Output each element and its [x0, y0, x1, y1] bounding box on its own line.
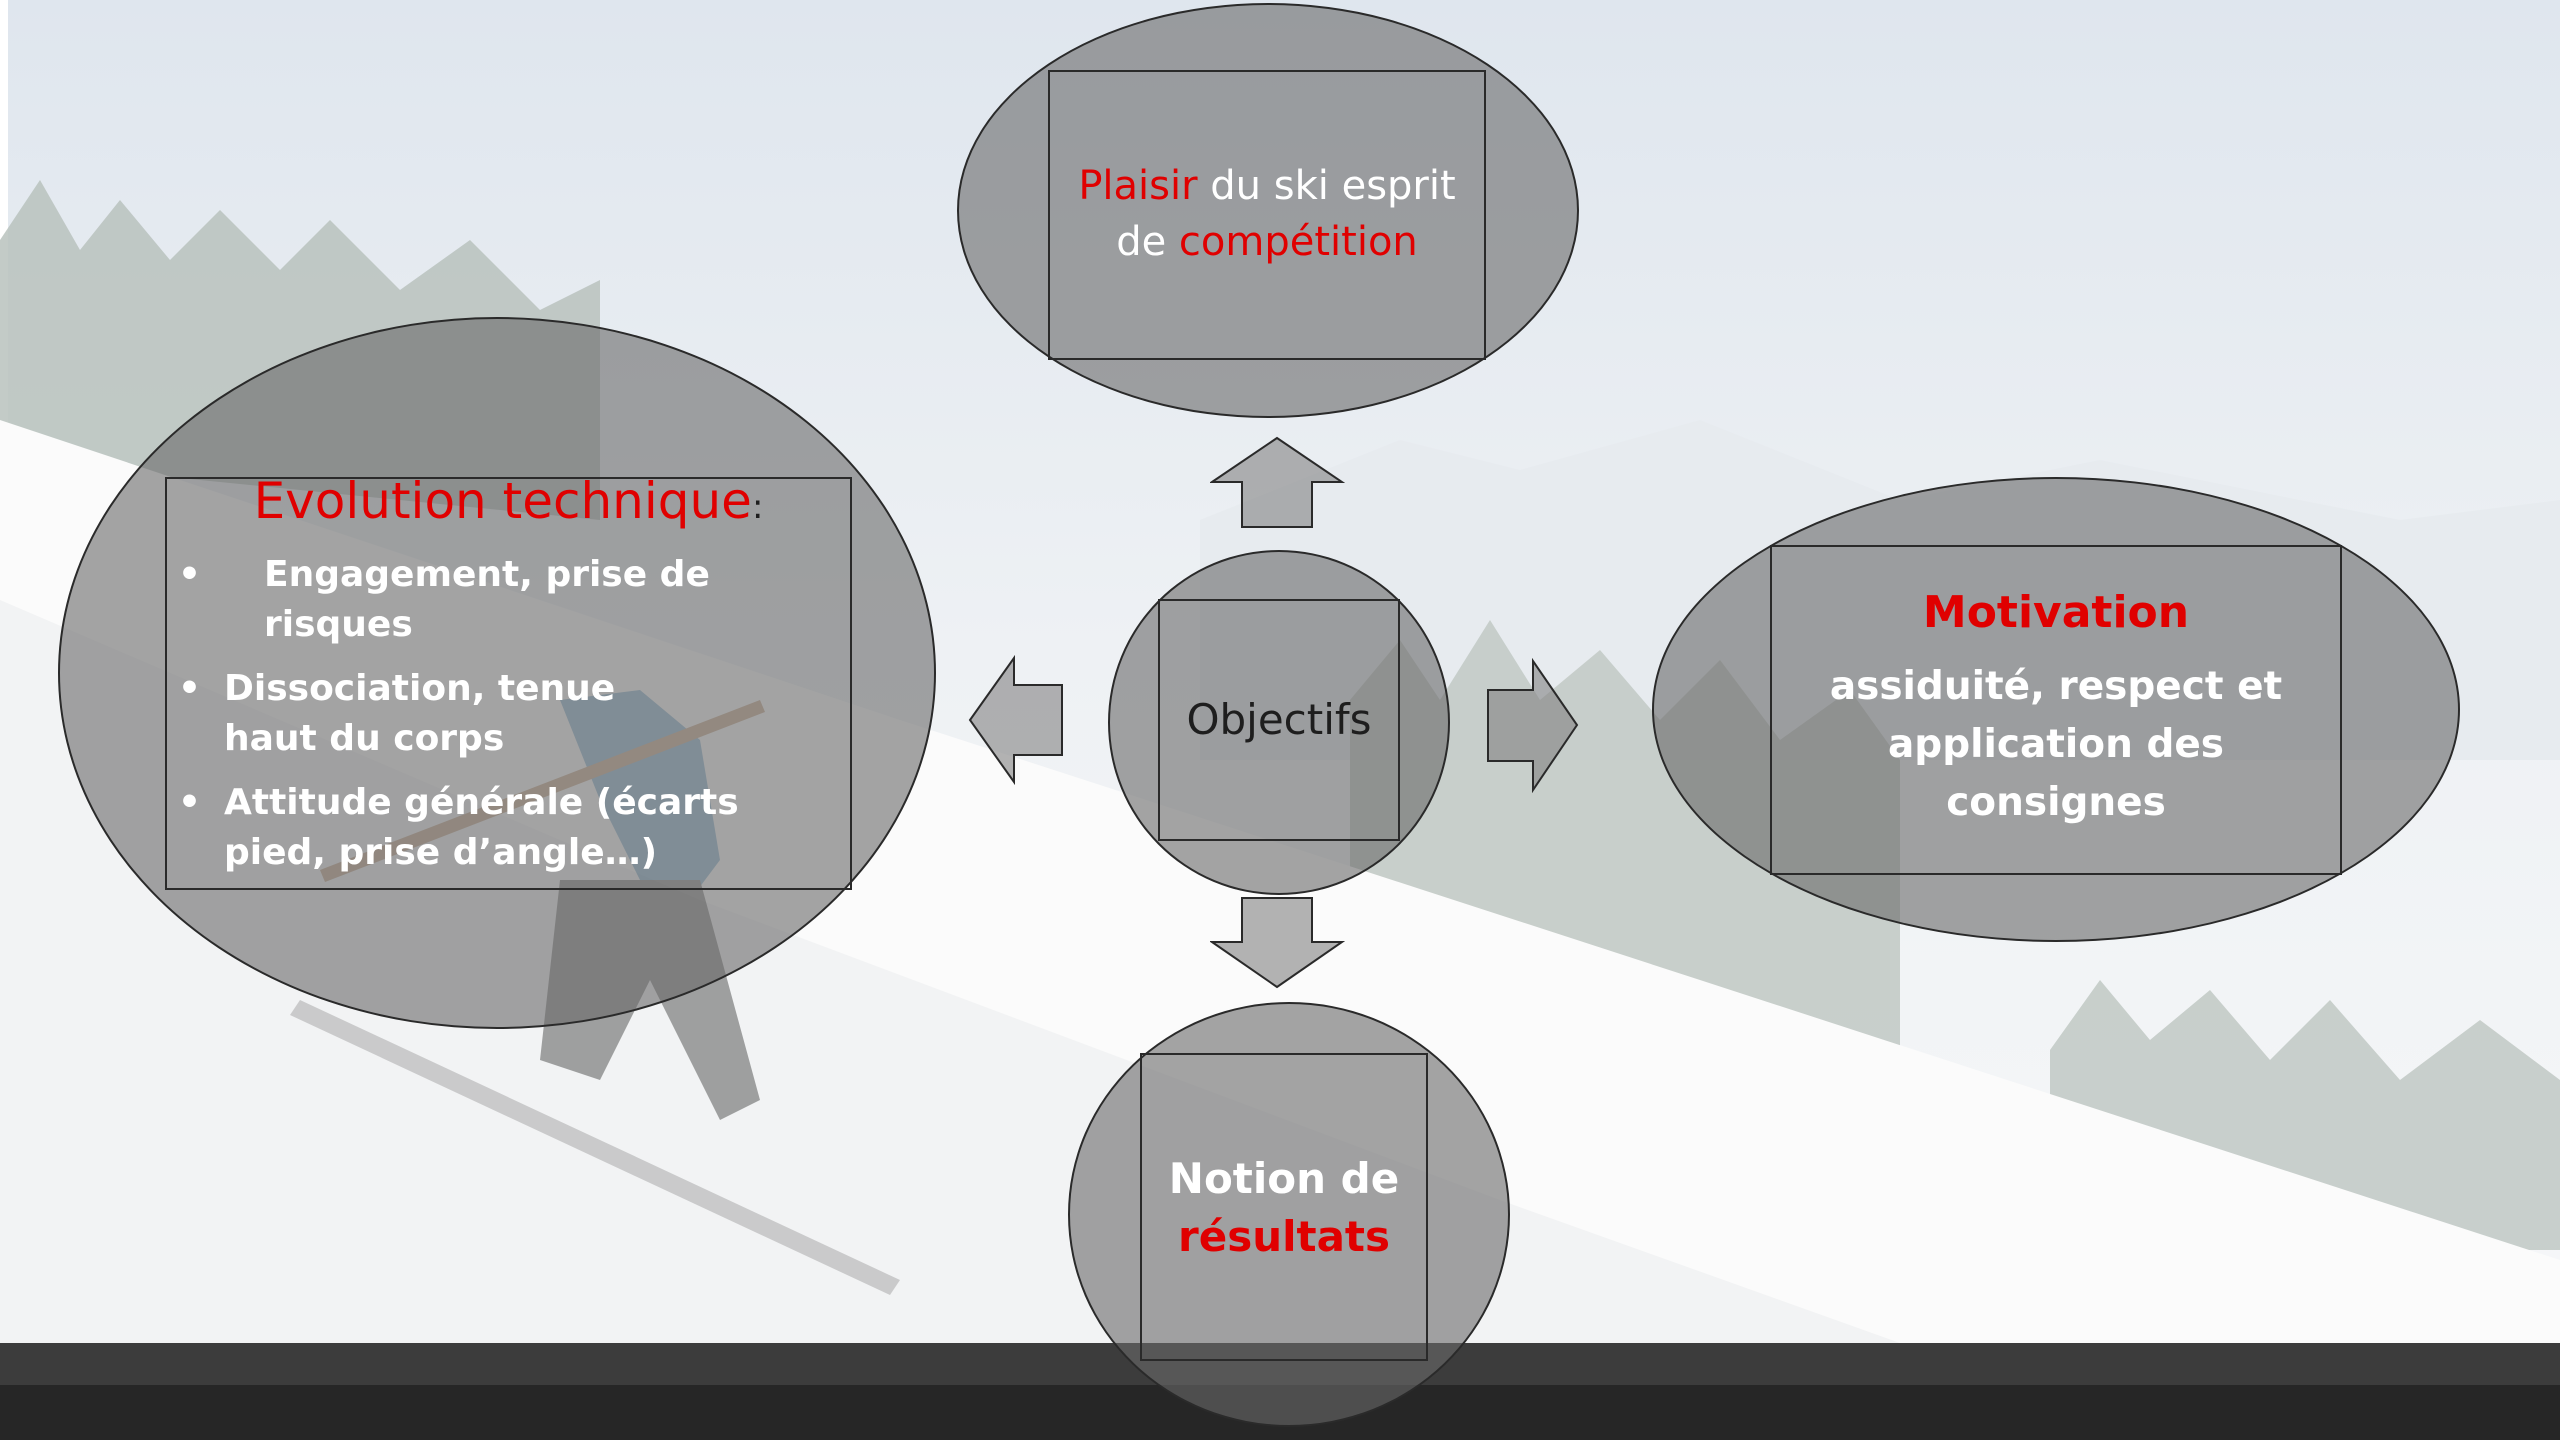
bullet-item: Engagement, prise de risques — [170, 550, 860, 650]
left-bullet-list: Engagement, prise de risques Dissociatio… — [170, 550, 860, 892]
competition-text: compétition — [1178, 219, 1418, 265]
objectifs-label: Objectifs — [1186, 695, 1372, 744]
right-text-box — [1770, 545, 2342, 875]
bullet-text-1: Engagement, prise de risques — [264, 554, 710, 645]
arrow-right-icon — [1487, 658, 1579, 793]
center-text-box — [1158, 599, 1400, 841]
center-circle — [1108, 550, 1450, 895]
plaisir-text: Plaisir — [1078, 163, 1198, 209]
bottom-text: Notion de résultats — [1140, 1150, 1428, 1266]
resultats-text: résultats — [1178, 1212, 1390, 1261]
right-ellipse — [1652, 477, 2460, 942]
right-text: Motivation assiduité, respect et applica… — [1770, 582, 2342, 832]
arrow-left-icon — [968, 655, 1063, 785]
motivation-body-line-2: application des — [1887, 722, 2225, 767]
title-colon: : — [751, 487, 764, 527]
bullet-item: Attitude générale (écarts pied, prise d’… — [170, 778, 860, 878]
motivation-body-line-1: assiduité, respect et — [1829, 664, 2283, 709]
top-text-box — [1048, 70, 1486, 360]
bullet-text-3: Attitude générale (écarts pied, prise d’… — [224, 782, 739, 873]
left-title: Evolution technique: — [165, 466, 852, 542]
ski-esprit-text: du ski esprit — [1197, 163, 1456, 209]
bullet-text-2: Dissociation, tenue haut du corps — [224, 668, 616, 759]
arrow-down-icon — [1210, 897, 1345, 989]
motivation-title: Motivation — [1922, 587, 2190, 638]
top-text: Plaisir du ski esprit de compétition — [1048, 158, 1486, 270]
evolution-technique-title: Evolution technique — [253, 472, 752, 530]
bullet-item: Dissociation, tenue haut du corps — [170, 664, 860, 764]
bottom-text-box — [1140, 1053, 1428, 1361]
de-text: de — [1116, 219, 1179, 265]
arrow-up-icon — [1210, 436, 1345, 528]
top-ellipse — [957, 3, 1579, 418]
notion-de-text: Notion de — [1168, 1154, 1400, 1203]
motivation-body-line-3: consignes — [1946, 780, 2166, 825]
